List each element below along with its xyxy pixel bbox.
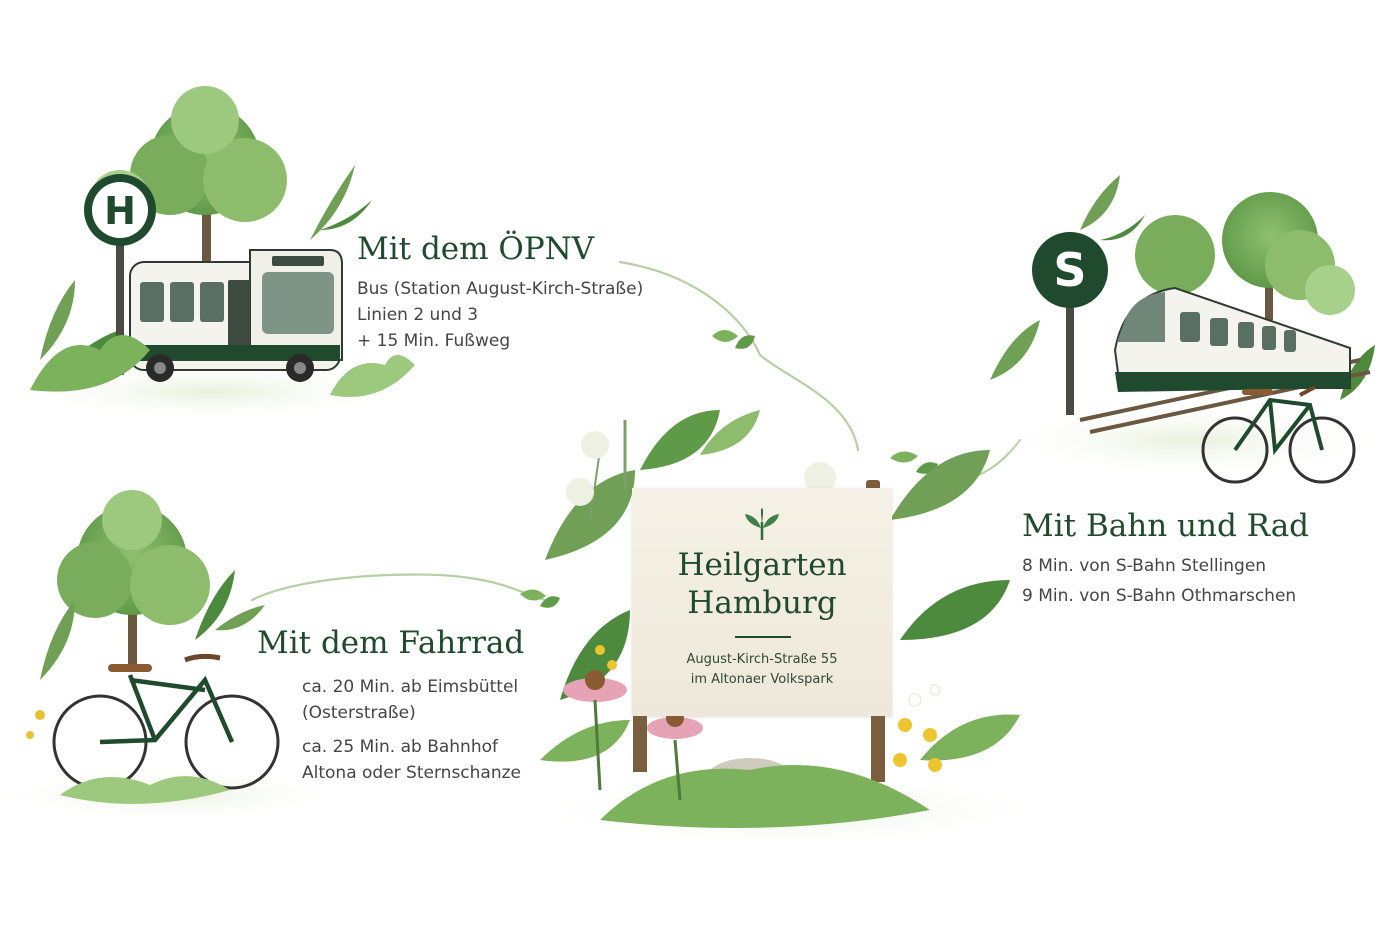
- oepnv-line-bus: Bus (Station August-Kirch-Straße): [357, 278, 644, 299]
- bicycle-scene: [0, 490, 350, 823]
- garden-name-line2: Hamburg: [687, 585, 837, 621]
- oepnv-title: Mit dem ÖPNV: [357, 231, 595, 267]
- fahrrad-info: Mit dem Fahrrad: [257, 625, 525, 662]
- fahrrad-bike-illustration: [52, 653, 280, 790]
- sign-divider: [735, 636, 791, 638]
- fahrrad-line-bahnhof: ca. 25 Min. ab Bahnhof: [302, 737, 498, 757]
- fahrrad-line-eimsbuettel: ca. 20 Min. ab Eimsbüttel: [302, 677, 519, 697]
- garden-address: August-Kirch-Straße 55 im Altonaer Volks…: [632, 650, 892, 690]
- oepnv-line-fussweg: + 15 Min. Fußweg: [357, 330, 511, 351]
- fahrrad-details: ca. 20 Min. ab Eimsbüttel (Osterstraße) …: [302, 674, 521, 786]
- bahn-bike-illustration: [1201, 385, 1356, 484]
- bahn-rad-title: Mit Bahn und Rad: [1022, 508, 1310, 544]
- bahn-rad-line-stellingen: 8 Min. von S-Bahn Stellingen: [1022, 555, 1267, 576]
- sprout-icon: [745, 508, 779, 540]
- address-street: August-Kirch-Straße 55: [686, 652, 838, 667]
- train-illustration: [1113, 286, 1351, 392]
- s-bahn-sign-letter: S: [1053, 243, 1086, 297]
- bahn-rad-info: Mit Bahn und Rad 8 Min. von S-Bahn Stell…: [1022, 508, 1310, 611]
- garden-name: Heilgarten Hamburg: [632, 546, 892, 622]
- connector-leaves: [520, 330, 938, 608]
- fahrrad-line-altona: Altona oder Sternschanze: [302, 763, 521, 783]
- bahn-rad-line-othmarschen: 9 Min. von S-Bahn Othmarschen: [1022, 585, 1297, 606]
- fahrrad-line-osterstrasse: (Osterstraße): [302, 703, 416, 723]
- bus-scene: [0, 86, 420, 422]
- oepnv-info: Mit dem ÖPNV Bus (Station August-Kirch-S…: [357, 231, 644, 354]
- fahrrad-title: Mit dem Fahrrad: [257, 625, 525, 661]
- yellow-flowers: [595, 645, 942, 772]
- address-park: im Altonaer Volkspark: [690, 672, 834, 687]
- bus-illustration: [129, 249, 343, 382]
- center-garden: [530, 410, 1050, 850]
- oepnv-line-linien: Linien 2 und 3: [357, 304, 479, 325]
- garden-sign: Heilgarten Hamburg August-Kirch-Straße 5…: [632, 488, 892, 716]
- connector-fahrrad: [250, 573, 547, 602]
- bus-stop-sign-letter: H: [104, 189, 136, 233]
- garden-name-line1: Heilgarten: [677, 547, 847, 583]
- train-scene: [990, 175, 1390, 484]
- connector-oepnv: [618, 260, 860, 452]
